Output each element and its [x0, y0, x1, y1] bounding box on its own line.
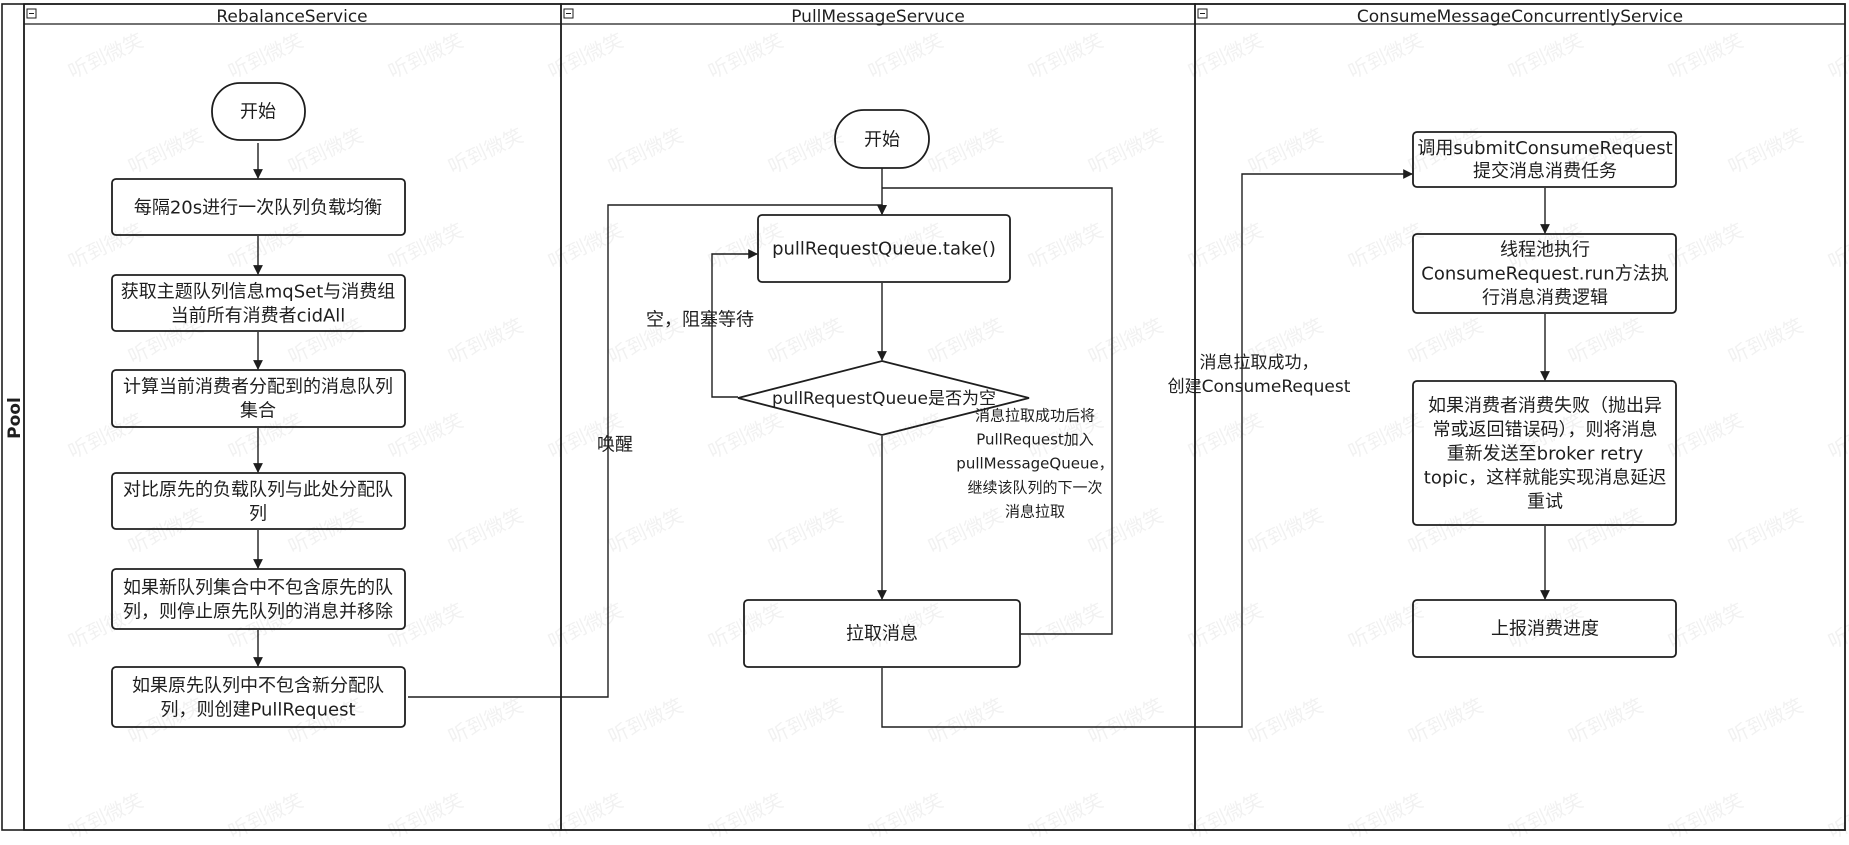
lane-consume-message: ConsumeMessageConcurrentlyService: [1194, 3, 1846, 831]
edge-labels-wake-label: 唤醒: [597, 434, 633, 455]
lane-rebalance: RebalanceService: [23, 3, 562, 831]
nodes-rb-start-label: 开始: [240, 101, 276, 122]
process-node[interactable]: [111, 274, 406, 332]
process-node[interactable]: [743, 599, 1021, 668]
nodes-rb-4-label: 对比原先的负载队列与此处分配队列: [123, 479, 393, 524]
edge-labels-empty-wait-label: 空，阻塞等待: [646, 309, 754, 330]
nodes-rb-6-label: 如果原先队列中不包含新分配队列，则创建PullRequest: [132, 675, 384, 720]
nodes: [111, 82, 1677, 728]
process-node[interactable]: [111, 472, 406, 530]
process-node[interactable]: [1412, 233, 1677, 314]
nodes-rb-5-label: 如果新队列集合中不包含原先的队列，则停止原先队列的消息并移除: [123, 577, 393, 622]
nodes-rb-1-label: 每隔20s进行一次队列负载均衡: [134, 197, 382, 218]
nodes-pm-take-label: pullRequestQueue.take(): [772, 238, 996, 259]
lane-title: PullMessageServuce: [791, 7, 965, 27]
edge-labels-pull-success-label: 消息拉取成功，创建ConsumeRequest: [1168, 353, 1351, 397]
nodes-cm-3-label: 如果消费者消费失败（抛出异常或返回错误码），则将消息重新发送至broker re…: [1424, 395, 1666, 512]
process-node[interactable]: [1412, 380, 1677, 526]
decision-node[interactable]: [737, 360, 1030, 436]
process-node[interactable]: [111, 666, 406, 728]
process-node[interactable]: [1412, 131, 1677, 188]
edge-pull-to-consume: [881, 169, 1413, 728]
process-node[interactable]: [111, 568, 406, 630]
process-node[interactable]: [757, 214, 1011, 283]
nodes-rb-3-label: 计算当前消费者分配到的消息队列集合: [123, 376, 393, 421]
start-node-rebalance[interactable]: [211, 82, 306, 141]
edge-requeue: [882, 187, 1113, 635]
process-node[interactable]: [111, 369, 406, 428]
lane-title: ConsumeMessageConcurrentlyService: [1357, 7, 1683, 27]
edge-empty-wait: [711, 249, 758, 398]
process-node[interactable]: [111, 178, 406, 236]
nodes-pm-pull-label: 拉取消息: [846, 623, 918, 644]
edges: [253, 143, 1550, 728]
nodes-pm-decision-label: pullRequestQueue是否为空: [772, 389, 996, 409]
nodes-cm-4-label: 上报消费进度: [1491, 618, 1599, 639]
lane-title: RebalanceService: [216, 7, 367, 27]
nodes-pm-start-label: 开始: [864, 129, 900, 150]
start-node-pull[interactable]: [834, 109, 930, 169]
nodes-rb-2-label: 获取主题队列信息mqSet与消费组当前所有消费者cidAll: [121, 281, 396, 326]
process-node[interactable]: [1412, 599, 1677, 658]
pool-label: Pool: [5, 397, 25, 439]
node-labels: 开始每隔20s进行一次队列负载均衡获取主题队列信息mqSet与消费组当前所有消费…: [121, 101, 1673, 720]
